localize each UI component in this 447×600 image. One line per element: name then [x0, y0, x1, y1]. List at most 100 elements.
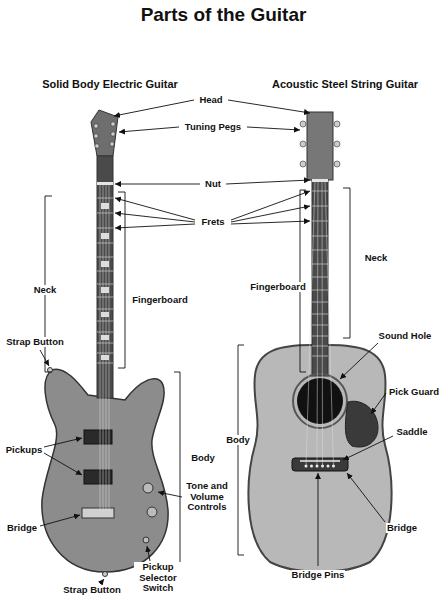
illustration-part: [158, 492, 182, 497]
part-label: Neck: [33, 285, 58, 295]
illustration-part: [347, 473, 385, 522]
illustration-part: [340, 343, 378, 379]
illustration-part: [103, 184, 104, 512]
illustration-part: [174, 372, 180, 572]
illustration-part: [97, 213, 113, 214]
illustration-part: [40, 350, 49, 366]
illustration-part: [300, 121, 306, 127]
illustration-part: [306, 181, 334, 466]
illustration-part: [119, 127, 179, 132]
illustration-part: [109, 184, 110, 512]
illustration-part: [94, 122, 115, 148]
illustration-part: [312, 290, 328, 291]
illustration-part: [300, 141, 306, 147]
illustration-part: [115, 198, 195, 220]
illustration-part: [118, 192, 125, 368]
illustration-part: [147, 546, 150, 561]
illustration-part: [97, 363, 113, 364]
illustration-part: [143, 537, 149, 543]
illustration-part: [300, 161, 306, 167]
illustration-part: [231, 221, 310, 224]
part-label: Tuning Pegs: [184, 122, 242, 132]
illustration-part: [334, 141, 340, 147]
illustration-part: [307, 112, 333, 180]
illustration-part: [343, 188, 350, 338]
part-label: Bridge Pins: [291, 570, 346, 580]
illustration-part: [91, 110, 118, 156]
illustration-part: [312, 346, 328, 347]
part-label: Body: [225, 435, 251, 445]
illustration-part: [312, 250, 328, 251]
illustration-part: [97, 198, 113, 199]
illustration-part: [325, 181, 334, 466]
part-label: Head: [198, 95, 223, 105]
illustration-part: [94, 134, 98, 138]
illustration-part: [97, 321, 113, 322]
illustration-part: [101, 287, 109, 293]
illustration-part: [101, 335, 109, 340]
illustration-part: [312, 191, 328, 192]
illustration-part: [312, 314, 328, 315]
illustration-part: [310, 465, 313, 468]
illustration-part: [84, 470, 112, 484]
illustration-part: [305, 465, 336, 468]
illustration-part: [334, 161, 340, 167]
illustration-part: [226, 180, 310, 184]
illustration-part: [100, 184, 101, 512]
illustration-part: [97, 343, 113, 344]
part-label: Strap Button: [5, 337, 65, 347]
illustration-part: [312, 179, 328, 182]
part-label: Nut: [204, 179, 222, 189]
illustration-part: [334, 121, 340, 127]
illustration-part: [97, 182, 113, 185]
illustration-part: [312, 325, 328, 326]
illustration-part: [101, 233, 109, 239]
illustration-part: [312, 191, 328, 356]
illustration-part: [44, 438, 82, 447]
part-label: Neck: [364, 253, 389, 263]
illustration-part: [297, 378, 343, 424]
part-label: Fingerboard: [131, 295, 188, 305]
illustration-part: [293, 374, 347, 428]
illustration-part: [40, 515, 80, 526]
illustration-part: [97, 243, 113, 244]
illustration-part: [322, 181, 324, 466]
diagram-title: Parts of the Guitar: [0, 4, 447, 26]
illustration-part: [44, 453, 82, 475]
illustration-part: [42, 369, 168, 572]
illustration-part: [114, 100, 194, 116]
illustration-part: [292, 458, 348, 471]
illustration-part: [312, 236, 328, 237]
illustration-part: [300, 121, 340, 167]
illustration-part: [97, 353, 113, 354]
illustration-part: [97, 309, 113, 310]
illustration-part: [312, 302, 328, 303]
illustration-part: [317, 181, 318, 466]
illustration-part: [312, 221, 328, 222]
illustration-part: [228, 100, 310, 113]
illustration-part: [97, 284, 113, 285]
part-label: Bridge: [386, 523, 418, 533]
illustration-part: [111, 122, 115, 126]
part-label: Fingerboard: [249, 282, 306, 292]
illustration-part: [101, 312, 109, 317]
illustration-part: [97, 271, 113, 272]
part-label: Body: [190, 453, 216, 463]
illustration-part: [97, 332, 113, 333]
illustration-part: [231, 191, 310, 220]
illustration-part: [327, 465, 330, 468]
illustration-part: [238, 345, 244, 555]
part-label: Frets: [200, 217, 225, 227]
illustration-part: [318, 473, 319, 566]
part-label: Pickup Selector Switch: [134, 562, 182, 593]
illustration-part: [101, 261, 109, 267]
illustration-part: [371, 393, 386, 414]
illustration-part: [101, 203, 109, 360]
part-label: Pickups: [5, 445, 43, 455]
illustration-part: [143, 483, 153, 493]
illustration-part: [97, 297, 113, 298]
illustration-part: [97, 198, 113, 363]
illustration-part: [115, 224, 195, 228]
illustration-part: [343, 436, 393, 460]
